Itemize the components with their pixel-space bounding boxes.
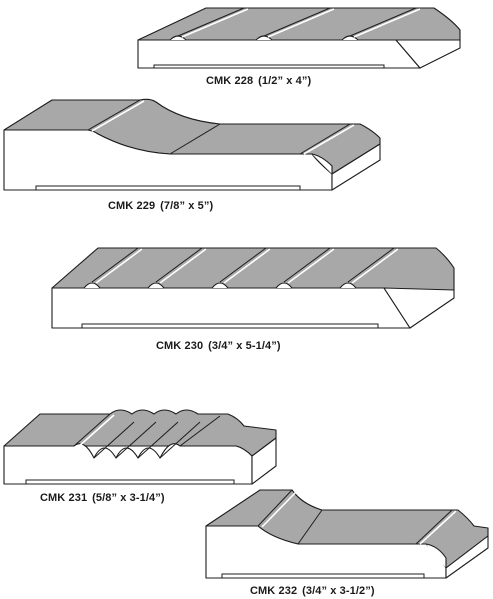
profile-cmk-230-label: CMK 230 (3/4” x 5-1/4”) (156, 340, 281, 352)
profile-size: (5/8” x 3-1/4”) (92, 492, 165, 504)
profile-code: CMK 232 (250, 585, 298, 597)
profile-cmk-231-label: CMK 231 (5/8” x 3-1/4”) (40, 492, 165, 504)
profile-cmk-229-label: CMK 229 (7/8” x 5”) (108, 200, 213, 212)
profile-size: (7/8” x 5”) (160, 200, 214, 212)
profile-cmk-232-label: CMK 232 (3/4” x 3-1/2”) (250, 585, 375, 597)
profile-cmk-228-label: CMK 228 (1/2” x 4”) (206, 75, 311, 87)
profile-cmk-228-drawing (134, 0, 464, 72)
profile-cmk-232-drawing (202, 486, 493, 582)
profile-size: (1/2” x 4”) (258, 75, 312, 87)
profile-code: CMK 228 (206, 75, 254, 87)
profile-code: CMK 230 (156, 340, 204, 352)
profile-cmk-231-drawing (0, 404, 280, 488)
profile-size: (3/4” x 5-1/4”) (208, 340, 281, 352)
profile-size: (3/4” x 3-1/2”) (302, 585, 375, 597)
profile-code: CMK 229 (108, 200, 156, 212)
profile-cmk-229-drawing (0, 96, 390, 196)
profile-cmk-230-drawing (48, 238, 458, 334)
profile-code: CMK 231 (40, 492, 88, 504)
